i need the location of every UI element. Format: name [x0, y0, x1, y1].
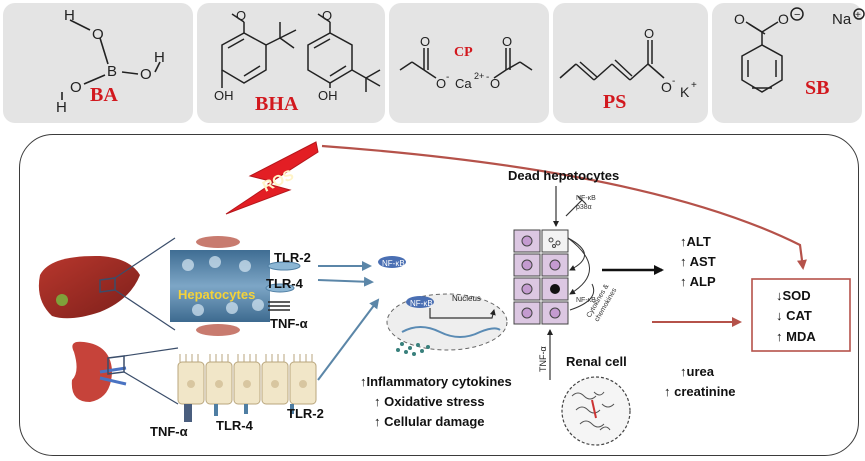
bha1-oh: OH [214, 88, 234, 103]
ba-h-left: H [56, 99, 67, 116]
nfkb-small-2: NF-κB [576, 297, 596, 304]
ba-o-left: O [70, 79, 82, 96]
signal-nfkb-small: NF-κB [576, 195, 596, 202]
ps-o-minus: O [661, 79, 672, 95]
kidney-marker-2: ↑ creatinine [664, 384, 736, 399]
renal-tubule-cells [177, 354, 317, 405]
liver-icon [38, 255, 141, 319]
cytokine-dots [396, 342, 430, 356]
liver-cell-top [196, 236, 240, 248]
panel-bha [197, 3, 385, 123]
liver-marker-2: ↑ AST [680, 254, 716, 269]
liver-receptor-3: TNF-α [270, 316, 308, 331]
kidney-receptor-3: TLR-2 [287, 406, 324, 421]
dead-hepatocytes-label: Dead hepatocytes [508, 168, 619, 183]
bha1-o: O [236, 8, 246, 23]
panel-ba [3, 3, 193, 123]
kidney-receptor-2: TLR-4 [216, 418, 254, 433]
oxidative-marker-1: ↓SOD [776, 288, 811, 303]
bha-structure-1 [221, 13, 297, 88]
sb-structure [741, 7, 865, 93]
ba-h-top: H [64, 7, 75, 24]
tnf-vertical-label: TNF-α [538, 346, 548, 372]
ba-h-right: H [154, 49, 165, 66]
arrow-kidney-to-nfkb [317, 298, 380, 381]
nucleus-label: Nucleus [452, 294, 481, 303]
cp-ca: Ca [455, 76, 472, 91]
sb-label: SB [805, 77, 829, 99]
ps-k-charge: + [691, 80, 697, 91]
signal-p38-small: p38α [576, 204, 592, 211]
ba-o-top: O [92, 26, 104, 43]
hepatocyte-grid [513, 229, 569, 325]
tlr2-receptor-liver [267, 261, 301, 271]
cp-label: CP [454, 45, 473, 60]
panel-ps [553, 3, 708, 123]
nfkb-outside-blob [378, 256, 406, 268]
nfkb-outside-label: NF-κB [382, 259, 405, 268]
ros-to-markers-arrow [321, 144, 807, 270]
effect-1: ↑Inflammatory cytokines [360, 374, 512, 389]
sb-na: Na [832, 11, 852, 28]
cp-o1: O [420, 34, 430, 49]
ba-b: B [107, 63, 117, 80]
bha2-o: O [322, 8, 332, 23]
cp-minus-left: - [446, 72, 449, 83]
tlr4-receptor-liver [265, 283, 295, 293]
bha-label: BHA [255, 93, 299, 115]
sb-na-charge: + [855, 10, 861, 21]
lightning-bolt-icon [225, 141, 319, 215]
ba-structure [61, 19, 161, 100]
cp-ca-charge: 2+ [474, 71, 484, 81]
effect-3: ↑ Cellular damage [374, 414, 485, 429]
cp-o2: O [502, 34, 512, 49]
nucleus-icon [386, 293, 508, 351]
nfkb-inside-blob [406, 296, 434, 308]
sb-minus: − [794, 9, 800, 21]
tnf-receptor-liver [268, 301, 290, 311]
sb-o-minus: O [778, 11, 789, 27]
ps-o-dbl: O [644, 26, 654, 41]
bha2-oh: OH [318, 88, 338, 103]
ba-o-right: O [140, 66, 152, 83]
cp-o-minus-right: O [490, 76, 500, 91]
cp-structure [399, 48, 533, 79]
renal-cell-label: Renal cell [566, 354, 627, 369]
panel-sb [712, 3, 862, 123]
kidney-receptor-1: TNF-α [150, 424, 188, 439]
cp-o-minus-left: O [436, 76, 446, 91]
nfkb-inside-label: NF-κB [410, 299, 433, 308]
effect-2: ↑ Oxidative stress [374, 394, 485, 409]
oxidative-marker-box [751, 278, 851, 352]
ps-structure [559, 40, 665, 81]
liver-cell-bottom [196, 324, 240, 336]
hepatocytes-label: Hepatocytes [178, 287, 255, 302]
ps-label: PS [603, 91, 626, 113]
oxidative-marker-2: ↓ CAT [776, 308, 812, 323]
oxidative-marker-3: ↑ MDA [776, 329, 816, 344]
kidney-marker-1: ↑urea [680, 364, 715, 379]
gallbladder-icon [56, 294, 68, 306]
bha-structure-2 [307, 13, 381, 92]
kidney-receptors [184, 404, 294, 422]
ba-label: BA [90, 84, 118, 106]
renal-cell-icon [561, 376, 631, 446]
ps-k: K [680, 84, 690, 100]
liver-receptor-2: TLR-4 [266, 276, 304, 291]
liver-receptor-1: TLR-2 [274, 250, 311, 265]
arrow-liver-to-nfkb-2 [317, 276, 374, 287]
cp-minus-right: - [486, 72, 489, 83]
kidney-icon [71, 341, 112, 402]
liver-marker-1: ↑ALT [680, 234, 711, 249]
liver-marker-3: ↑ ALP [680, 274, 716, 289]
sb-o-dbl: O [734, 11, 745, 27]
ps-minus: - [672, 76, 675, 87]
renal-vessels [99, 366, 127, 386]
